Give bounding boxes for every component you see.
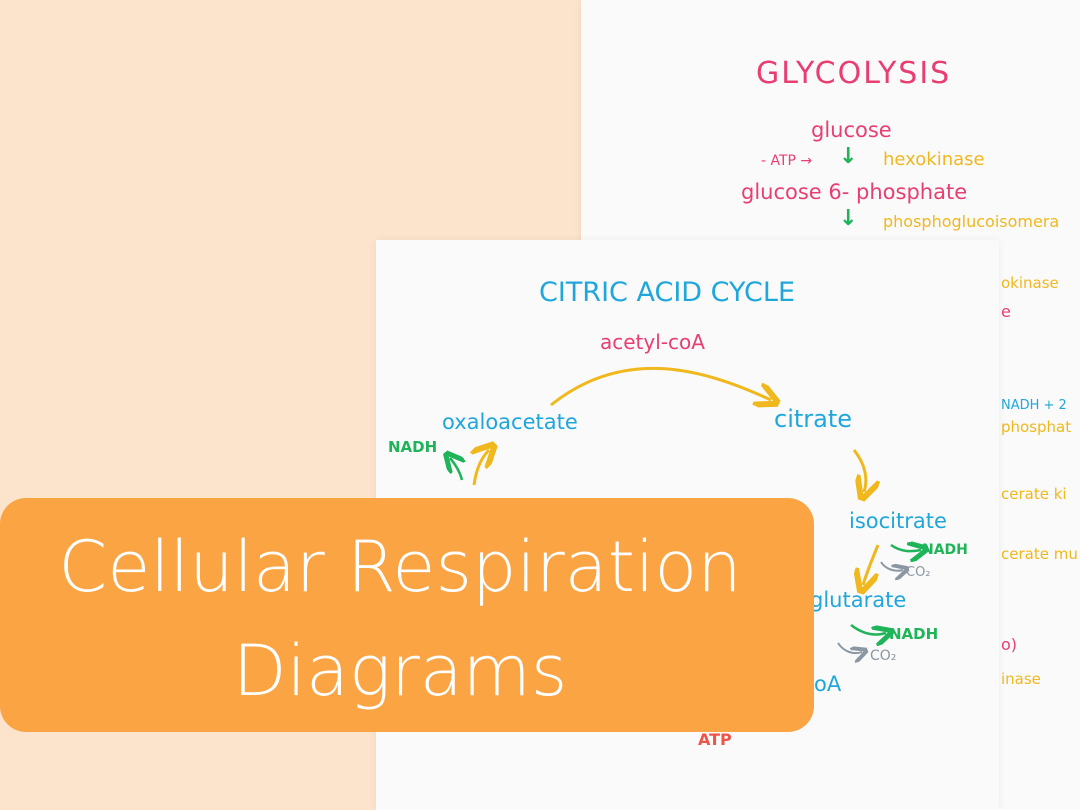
nadh-label-1: NADH	[922, 542, 968, 558]
acetyl-arrow	[550, 366, 771, 405]
isocitrate-label: isocitrate	[849, 509, 947, 533]
nadh-left-label: NADH	[388, 438, 438, 456]
glucose-label: glucose	[811, 118, 892, 142]
nadh-label-2: NADH	[889, 625, 939, 643]
erate-k-fragment: cerate ki	[1001, 485, 1067, 503]
cac-title: CITRIC ACID CYCLE	[539, 277, 795, 308]
succinyl-coa-label: oA	[814, 672, 842, 696]
atp-label: ATP	[698, 730, 732, 749]
isocitrate-to-glutarate-arrow	[863, 544, 880, 585]
co2-branch-arrow-1	[880, 561, 903, 571]
banner-title-line-1: Cellular Respiration	[58, 526, 742, 608]
glycolysis-title: GLYCOLYSIS	[756, 56, 952, 91]
down-arrow-icon: ↓	[839, 144, 858, 169]
nadh-left-arrow	[450, 458, 462, 481]
oxaloacetate-return-arrow	[474, 450, 489, 486]
alpha-ketoglutarate-label: glutarate	[810, 588, 907, 612]
phosphat-fragment: phosphat	[1001, 418, 1072, 436]
inase-fragment: inase	[1001, 670, 1041, 688]
title-banner: Cellular Respiration Diagrams	[0, 498, 814, 732]
phosphoglucoisomerase-label: phosphoglucoisomera	[883, 212, 1060, 231]
nadh-branch-arrow-1	[890, 545, 921, 551]
erate-mu-fragment: cerate mu	[1001, 545, 1078, 563]
citrate-label: citrate	[774, 405, 853, 433]
kinase-fragment: okinase	[1001, 274, 1059, 292]
co2-branch-arrow-2	[837, 642, 862, 653]
nadh-branch-arrow-2	[850, 624, 886, 634]
co2-label-1: CO₂	[906, 565, 931, 580]
acetyl-coa-label: acetyl-coA	[600, 330, 705, 354]
cycle-arrows	[376, 366, 999, 810]
minus-atp-label: - ATP →	[761, 153, 813, 169]
down-arrow-icon: ↓	[839, 206, 858, 231]
citrate-to-isocitrate-arrow	[852, 449, 866, 492]
banner-title-line-2: Diagrams	[232, 630, 568, 712]
oxaloacetate-label: oxaloacetate	[442, 410, 578, 434]
e-fragment: e	[1001, 302, 1011, 321]
co2-label-2: CO₂	[870, 648, 897, 664]
glucose-6-phosphate-label: glucose 6- phosphate	[741, 180, 968, 204]
paren-fragment: o)	[1001, 635, 1018, 654]
hexokinase-label: hexokinase	[883, 149, 985, 170]
nadh-fragment: NADH + 2	[1001, 398, 1067, 413]
